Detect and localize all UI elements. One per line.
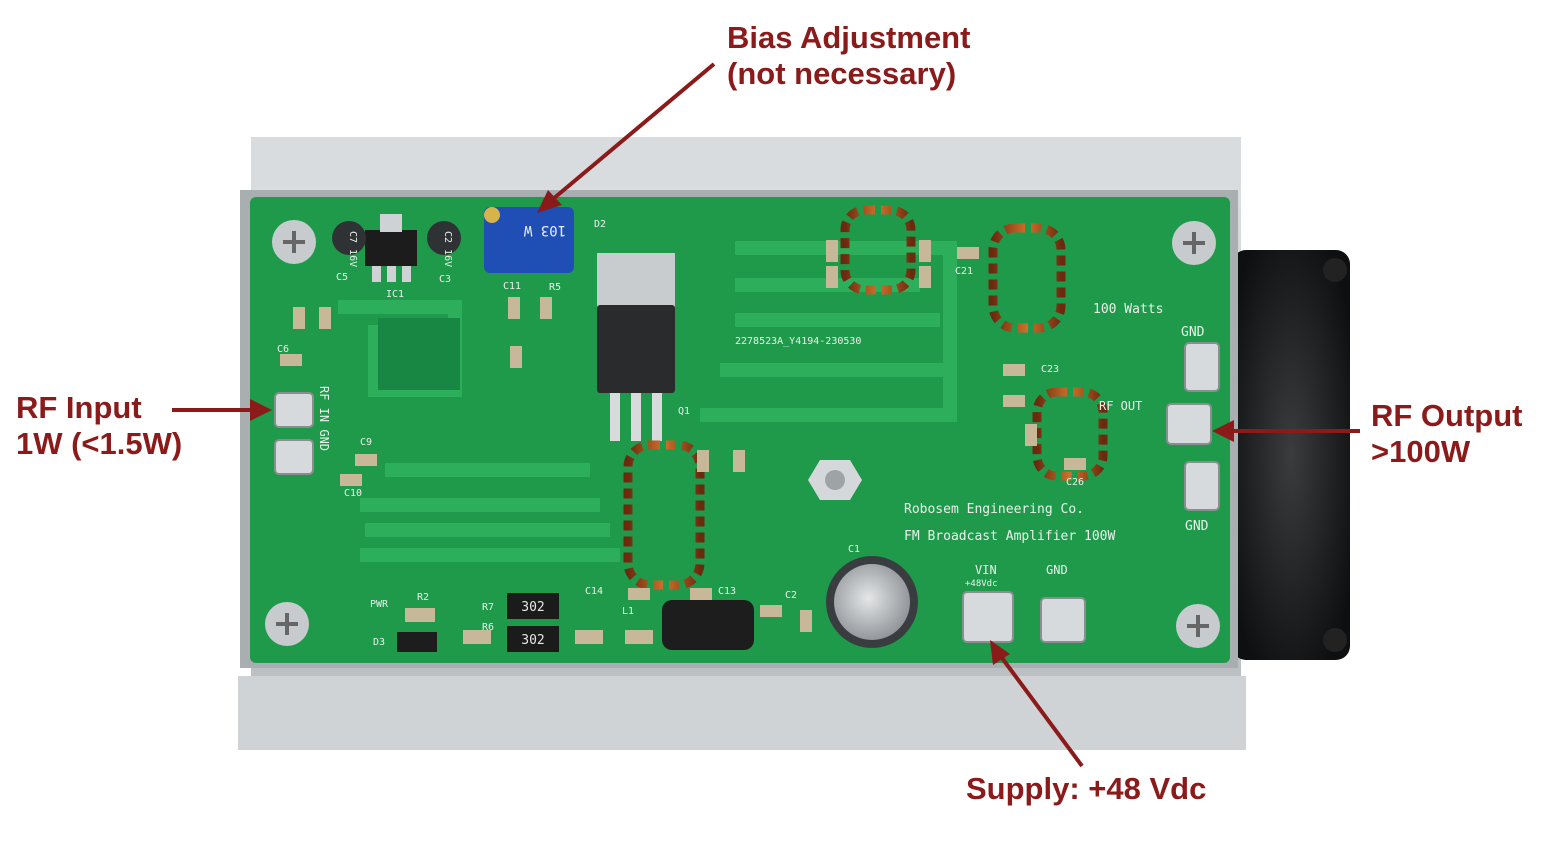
bias-arrow xyxy=(551,62,716,201)
gnd-supply-label: GND xyxy=(1046,563,1068,577)
power-rating-label: 100 Watts xyxy=(1093,302,1163,317)
rf-out-label: RF OUT xyxy=(1099,399,1142,413)
ref-r7: R7 xyxy=(482,602,494,613)
c2-marking: C2 16V xyxy=(442,231,453,267)
serial-label: 2278523A_Y4194-230530 xyxy=(735,336,861,347)
product-label: FM Broadcast Amplifier 100W xyxy=(904,529,1115,544)
rf-input-callout-line2: 1W (<1.5W) xyxy=(16,426,183,461)
gnd-bottom-pad xyxy=(1184,461,1220,511)
ground-pad xyxy=(378,318,460,390)
small-electrolytic-caps xyxy=(332,221,461,255)
ref-c3: C3 xyxy=(439,274,451,285)
ref-c1: C1 xyxy=(848,544,860,555)
ref-c10: C10 xyxy=(344,488,362,499)
gnd-top-pad xyxy=(1184,342,1220,392)
vin-label: VIN xyxy=(975,563,997,577)
r6-marking: 302 xyxy=(521,633,544,648)
bias-callout-line2: (not necessary) xyxy=(727,56,957,91)
gnd-supply-pad xyxy=(1040,597,1086,643)
vin-voltage-label: +48Vdc xyxy=(965,579,998,589)
coil-right-upper xyxy=(988,223,1066,333)
supply-callout-line1: Supply: +48 Vdc xyxy=(966,771,1207,806)
smd-components xyxy=(280,240,1086,652)
transistor-q1 xyxy=(597,253,675,441)
ref-c25: C23 xyxy=(1041,364,1059,375)
ref-c9: C9 xyxy=(360,437,372,448)
vin-pad xyxy=(962,591,1014,643)
company-label: Robosem Engineering Co. xyxy=(904,502,1084,517)
pot-marking: 103 W xyxy=(523,222,566,238)
c7-marking: C7 16V xyxy=(347,231,358,267)
choke-l1 xyxy=(662,600,754,650)
supply-callout: Supply: +48 Vdc xyxy=(966,771,1206,807)
silkscreen: 100 Watts 2278523A_Y4194-230530 Robosem … xyxy=(277,219,1209,648)
rf-in-label: RF IN GND xyxy=(317,386,331,451)
gnd-top-label: GND xyxy=(1181,325,1205,340)
ref-r6: R6 xyxy=(482,622,494,633)
ref-d3: D3 xyxy=(373,637,385,648)
ref-c5: C5 xyxy=(336,272,348,283)
r7-marking: 302 xyxy=(521,600,544,615)
cooling-fan xyxy=(1232,250,1350,660)
rf-input-callout-line1: RF Input xyxy=(16,390,142,425)
pcb xyxy=(240,190,1238,668)
bias-potentiometer: 103 W xyxy=(484,207,574,273)
ref-d2: D2 xyxy=(594,219,606,230)
capacitor-c1 xyxy=(826,556,918,648)
rf-output-callout-line1: RF Output xyxy=(1371,398,1523,433)
ref-l1: L1 xyxy=(622,606,634,617)
rf-output-callout-line2: >100W xyxy=(1371,434,1471,469)
ref-c26: C26 xyxy=(1066,477,1084,488)
gnd-bottom-label: GND xyxy=(1185,519,1209,534)
rf-input-callout: RF Input 1W (<1.5W) xyxy=(16,390,182,462)
ref-r2: R2 xyxy=(417,592,429,603)
ref-ic1: IC1 xyxy=(386,289,404,300)
supply-arrow xyxy=(1000,656,1084,768)
bias-callout-line1: Bias Adjustment xyxy=(727,20,971,55)
rf-in-gnd-pad xyxy=(274,439,314,475)
ref-q1: Q1 xyxy=(678,406,690,417)
pcb-traces xyxy=(338,241,957,562)
solder-pads xyxy=(274,342,1220,643)
bias-callout: Bias Adjustment (not necessary) xyxy=(727,20,970,92)
annotation-arrows xyxy=(172,62,1360,768)
ref-c21: C21 xyxy=(955,266,973,277)
ref-c13: C13 xyxy=(718,586,736,597)
rf-output-callout: RF Output >100W xyxy=(1371,398,1523,470)
ref-c2-b: C2 xyxy=(785,590,797,601)
regulator-ic1 xyxy=(365,214,417,282)
ref-c6: C6 xyxy=(277,344,289,355)
pwr-label: PWR xyxy=(370,599,389,610)
resistors-r6-r7: 302 302 xyxy=(507,593,559,652)
ref-c14: C14 xyxy=(585,586,603,597)
rf-out-pad xyxy=(1166,403,1212,445)
ref-c11: C11 xyxy=(503,281,521,292)
ref-r5: R5 xyxy=(549,282,561,293)
rf-in-pad xyxy=(274,392,314,428)
